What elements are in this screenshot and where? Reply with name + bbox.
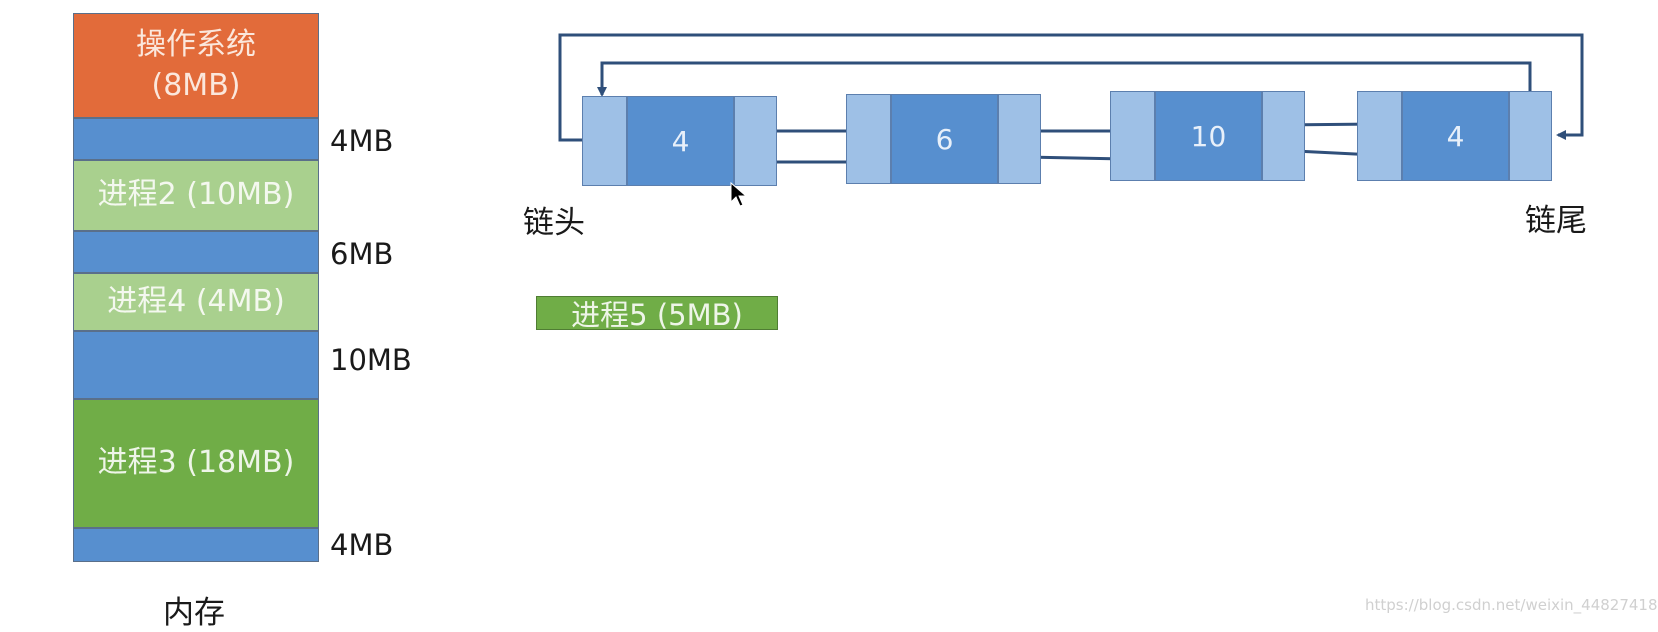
prev-pointer-cell bbox=[846, 94, 891, 184]
process3-label: 进程3 (18MB) bbox=[97, 445, 295, 481]
os-block: 操作系统 (8MB) bbox=[73, 13, 319, 118]
os-label: 操作系统 bbox=[136, 27, 256, 62]
node-size: 4 bbox=[627, 96, 734, 186]
free-node-3: 10 bbox=[1110, 91, 1305, 181]
prev-pointer-cell bbox=[1357, 91, 1402, 181]
free-node-4: 4 bbox=[1357, 91, 1552, 181]
process2-label: 进程2 (10MB) bbox=[97, 177, 295, 213]
free-node-1: 4 bbox=[582, 96, 777, 186]
free-partition-1 bbox=[73, 118, 319, 160]
process3-block: 进程3 (18MB) bbox=[73, 399, 319, 528]
process5-label: 进程5 (5MB) bbox=[571, 298, 743, 332]
list-tail-label: 链尾 bbox=[1525, 203, 1587, 239]
prev-pointer-cell bbox=[582, 96, 627, 186]
process4-block: 进程4 (4MB) bbox=[73, 273, 319, 331]
prev-pointer-cell bbox=[1110, 91, 1155, 181]
node-size: 10 bbox=[1155, 91, 1262, 181]
prev-link-2 bbox=[1023, 152, 1126, 163]
memory-caption: 内存 bbox=[163, 595, 225, 631]
hole-size-4: 4MB bbox=[330, 528, 394, 562]
head-pointer-loop bbox=[597, 61, 1532, 97]
process2-block: 进程2 (10MB) bbox=[73, 160, 319, 231]
node-size: 6 bbox=[891, 94, 998, 184]
node-size: 4 bbox=[1402, 91, 1509, 181]
os-size: (8MB) bbox=[151, 67, 241, 103]
list-head-label: 链头 bbox=[523, 205, 585, 241]
free-partition-4 bbox=[73, 528, 319, 562]
free-node-2: 6 bbox=[846, 94, 1041, 184]
next-pointer-cell bbox=[734, 96, 777, 186]
hole-size-1: 4MB bbox=[330, 124, 394, 158]
free-partition-2 bbox=[73, 231, 319, 273]
cursor-icon bbox=[730, 181, 748, 207]
next-pointer-cell bbox=[998, 94, 1041, 184]
process4-label: 进程4 (4MB) bbox=[107, 283, 285, 319]
free-partition-3 bbox=[73, 331, 319, 399]
next-pointer-cell bbox=[1262, 91, 1305, 181]
watermark: https://blog.csdn.net/weixin_44827418 bbox=[1365, 596, 1658, 614]
tail-pointer-loop bbox=[558, 33, 1584, 142]
hole-size-3: 10MB bbox=[330, 343, 412, 377]
next-pointer-cell bbox=[1509, 91, 1552, 181]
process5-block: 进程5 (5MB) bbox=[536, 296, 778, 332]
hole-size-2: 6MB bbox=[330, 237, 394, 271]
